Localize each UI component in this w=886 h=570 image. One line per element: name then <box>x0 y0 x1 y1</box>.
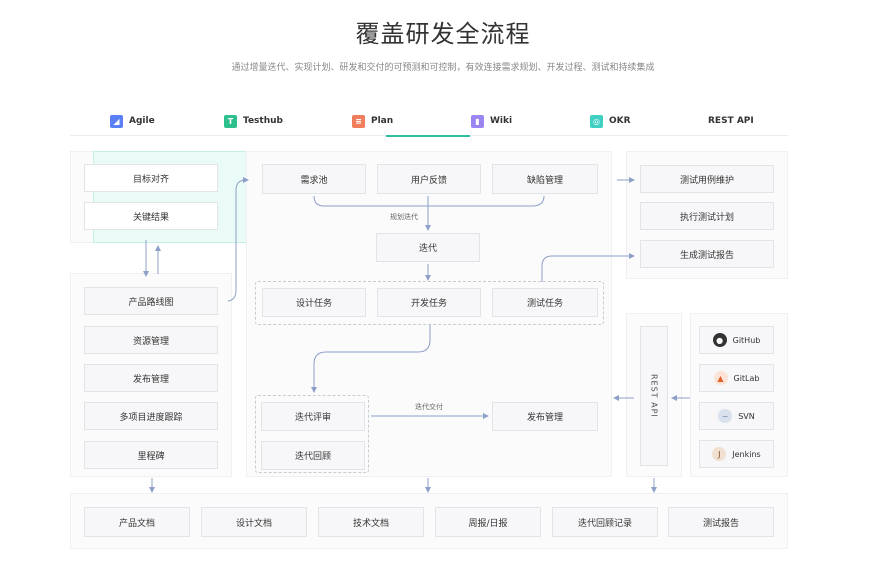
jenkins-icon: J <box>712 447 727 461</box>
doc-retro-record[interactable]: 迭代回顾记录 <box>552 507 658 537</box>
doc-test-report[interactable]: 测试报告 <box>668 507 774 537</box>
tab-label: REST API <box>708 116 754 126</box>
roadmap-box[interactable]: 产品路线图 <box>84 287 218 315</box>
tab-agile[interactable]: ◢ Agile <box>110 108 155 134</box>
tab-okr[interactable]: ◎ OKR <box>590 108 631 134</box>
tasks-group <box>255 281 604 325</box>
jenkins-integration[interactable]: J Jenkins <box>699 440 774 468</box>
backlog-box[interactable]: 需求池 <box>262 164 366 194</box>
goal-alignment-box[interactable]: 目标对齐 <box>84 164 218 192</box>
integration-label: Jenkins <box>732 449 761 459</box>
integration-label: GitHub <box>732 335 761 345</box>
review-group <box>255 395 369 473</box>
svn-icon: ~ <box>718 409 733 423</box>
tab-testhub[interactable]: T Testhub <box>224 108 283 134</box>
plan-icon: ≡ <box>352 114 365 128</box>
page-title: 覆盖研发全流程 <box>355 20 531 48</box>
active-tab-indicator <box>386 135 470 137</box>
wiki-icon: ▮ <box>471 114 484 128</box>
multi-project-tracking-box[interactable]: 多项目进度跟踪 <box>84 402 218 430</box>
plan-iteration-label: 规划迭代 <box>390 213 418 221</box>
tab-label: Testhub <box>243 116 283 126</box>
test-case-maintenance-box[interactable]: 测试用例维护 <box>640 165 774 193</box>
generate-test-report-box[interactable]: 生成测试报告 <box>640 240 774 268</box>
tab-rest-api[interactable]: REST API <box>708 108 754 134</box>
gitlab-icon: ▲ <box>713 371 728 385</box>
tab-wiki[interactable]: ▮ Wiki <box>471 108 512 134</box>
github-icon: ● <box>712 333 727 347</box>
doc-weekly-report[interactable]: 周报/日报 <box>435 507 541 537</box>
tasks-to-review-arrow <box>311 325 431 393</box>
tab-label: OKR <box>609 116 631 126</box>
tab-label: Plan <box>371 116 394 126</box>
testhub-icon: T <box>224 114 237 128</box>
github-integration[interactable]: ● GitHub <box>699 326 774 354</box>
iteration-delivery-label: 迭代交付 <box>415 403 443 411</box>
key-results-box[interactable]: 关键结果 <box>84 202 218 230</box>
release-management-box[interactable]: 发布管理 <box>84 364 218 392</box>
integration-label: GitLab <box>733 373 760 383</box>
doc-tech[interactable]: 技术文档 <box>318 507 424 537</box>
execute-test-plan-box[interactable]: 执行测试计划 <box>640 202 774 230</box>
design-task-box[interactable]: 设计任务 <box>262 288 366 317</box>
doc-product[interactable]: 产品文档 <box>84 507 190 537</box>
svn-integration[interactable]: ~ SVN <box>699 402 774 430</box>
iteration-review-box[interactable]: 迭代评审 <box>261 402 365 431</box>
doc-design[interactable]: 设计文档 <box>201 507 307 537</box>
test-task-to-report-arrow <box>541 253 635 282</box>
milestone-box[interactable]: 里程碑 <box>84 441 218 469</box>
dev-task-box[interactable]: 开发任务 <box>377 288 481 317</box>
iteration-retro-box[interactable]: 迭代回顾 <box>261 441 365 470</box>
page-subtitle: 通过增量迭代、实现计划、研发和交付的可预测和可控制，有效连接需求规划、开发过程、… <box>231 63 655 73</box>
agile-icon: ◢ <box>110 114 123 128</box>
resource-management-box[interactable]: 资源管理 <box>84 326 218 354</box>
integration-label: SVN <box>738 411 755 421</box>
user-feedback-box[interactable]: 用户反馈 <box>377 164 481 194</box>
tab-label: Agile <box>129 116 155 126</box>
tab-plan[interactable]: ≡ Plan <box>352 108 393 134</box>
tab-label: Wiki <box>490 116 513 126</box>
test-task-box[interactable]: 测试任务 <box>492 288 598 317</box>
release-box[interactable]: 发布管理 <box>492 402 598 431</box>
defect-management-box[interactable]: 缺陷管理 <box>492 164 598 194</box>
rest-api-label: REST API <box>649 374 659 418</box>
rest-api-box[interactable]: REST API <box>640 326 668 466</box>
iteration-box[interactable]: 迭代 <box>376 233 480 262</box>
roadmap-to-backlog-arrow <box>227 177 249 302</box>
gitlab-integration[interactable]: ▲ GitLab <box>699 364 774 392</box>
okr-icon: ◎ <box>590 114 603 128</box>
backlog-merge-line <box>313 195 545 207</box>
